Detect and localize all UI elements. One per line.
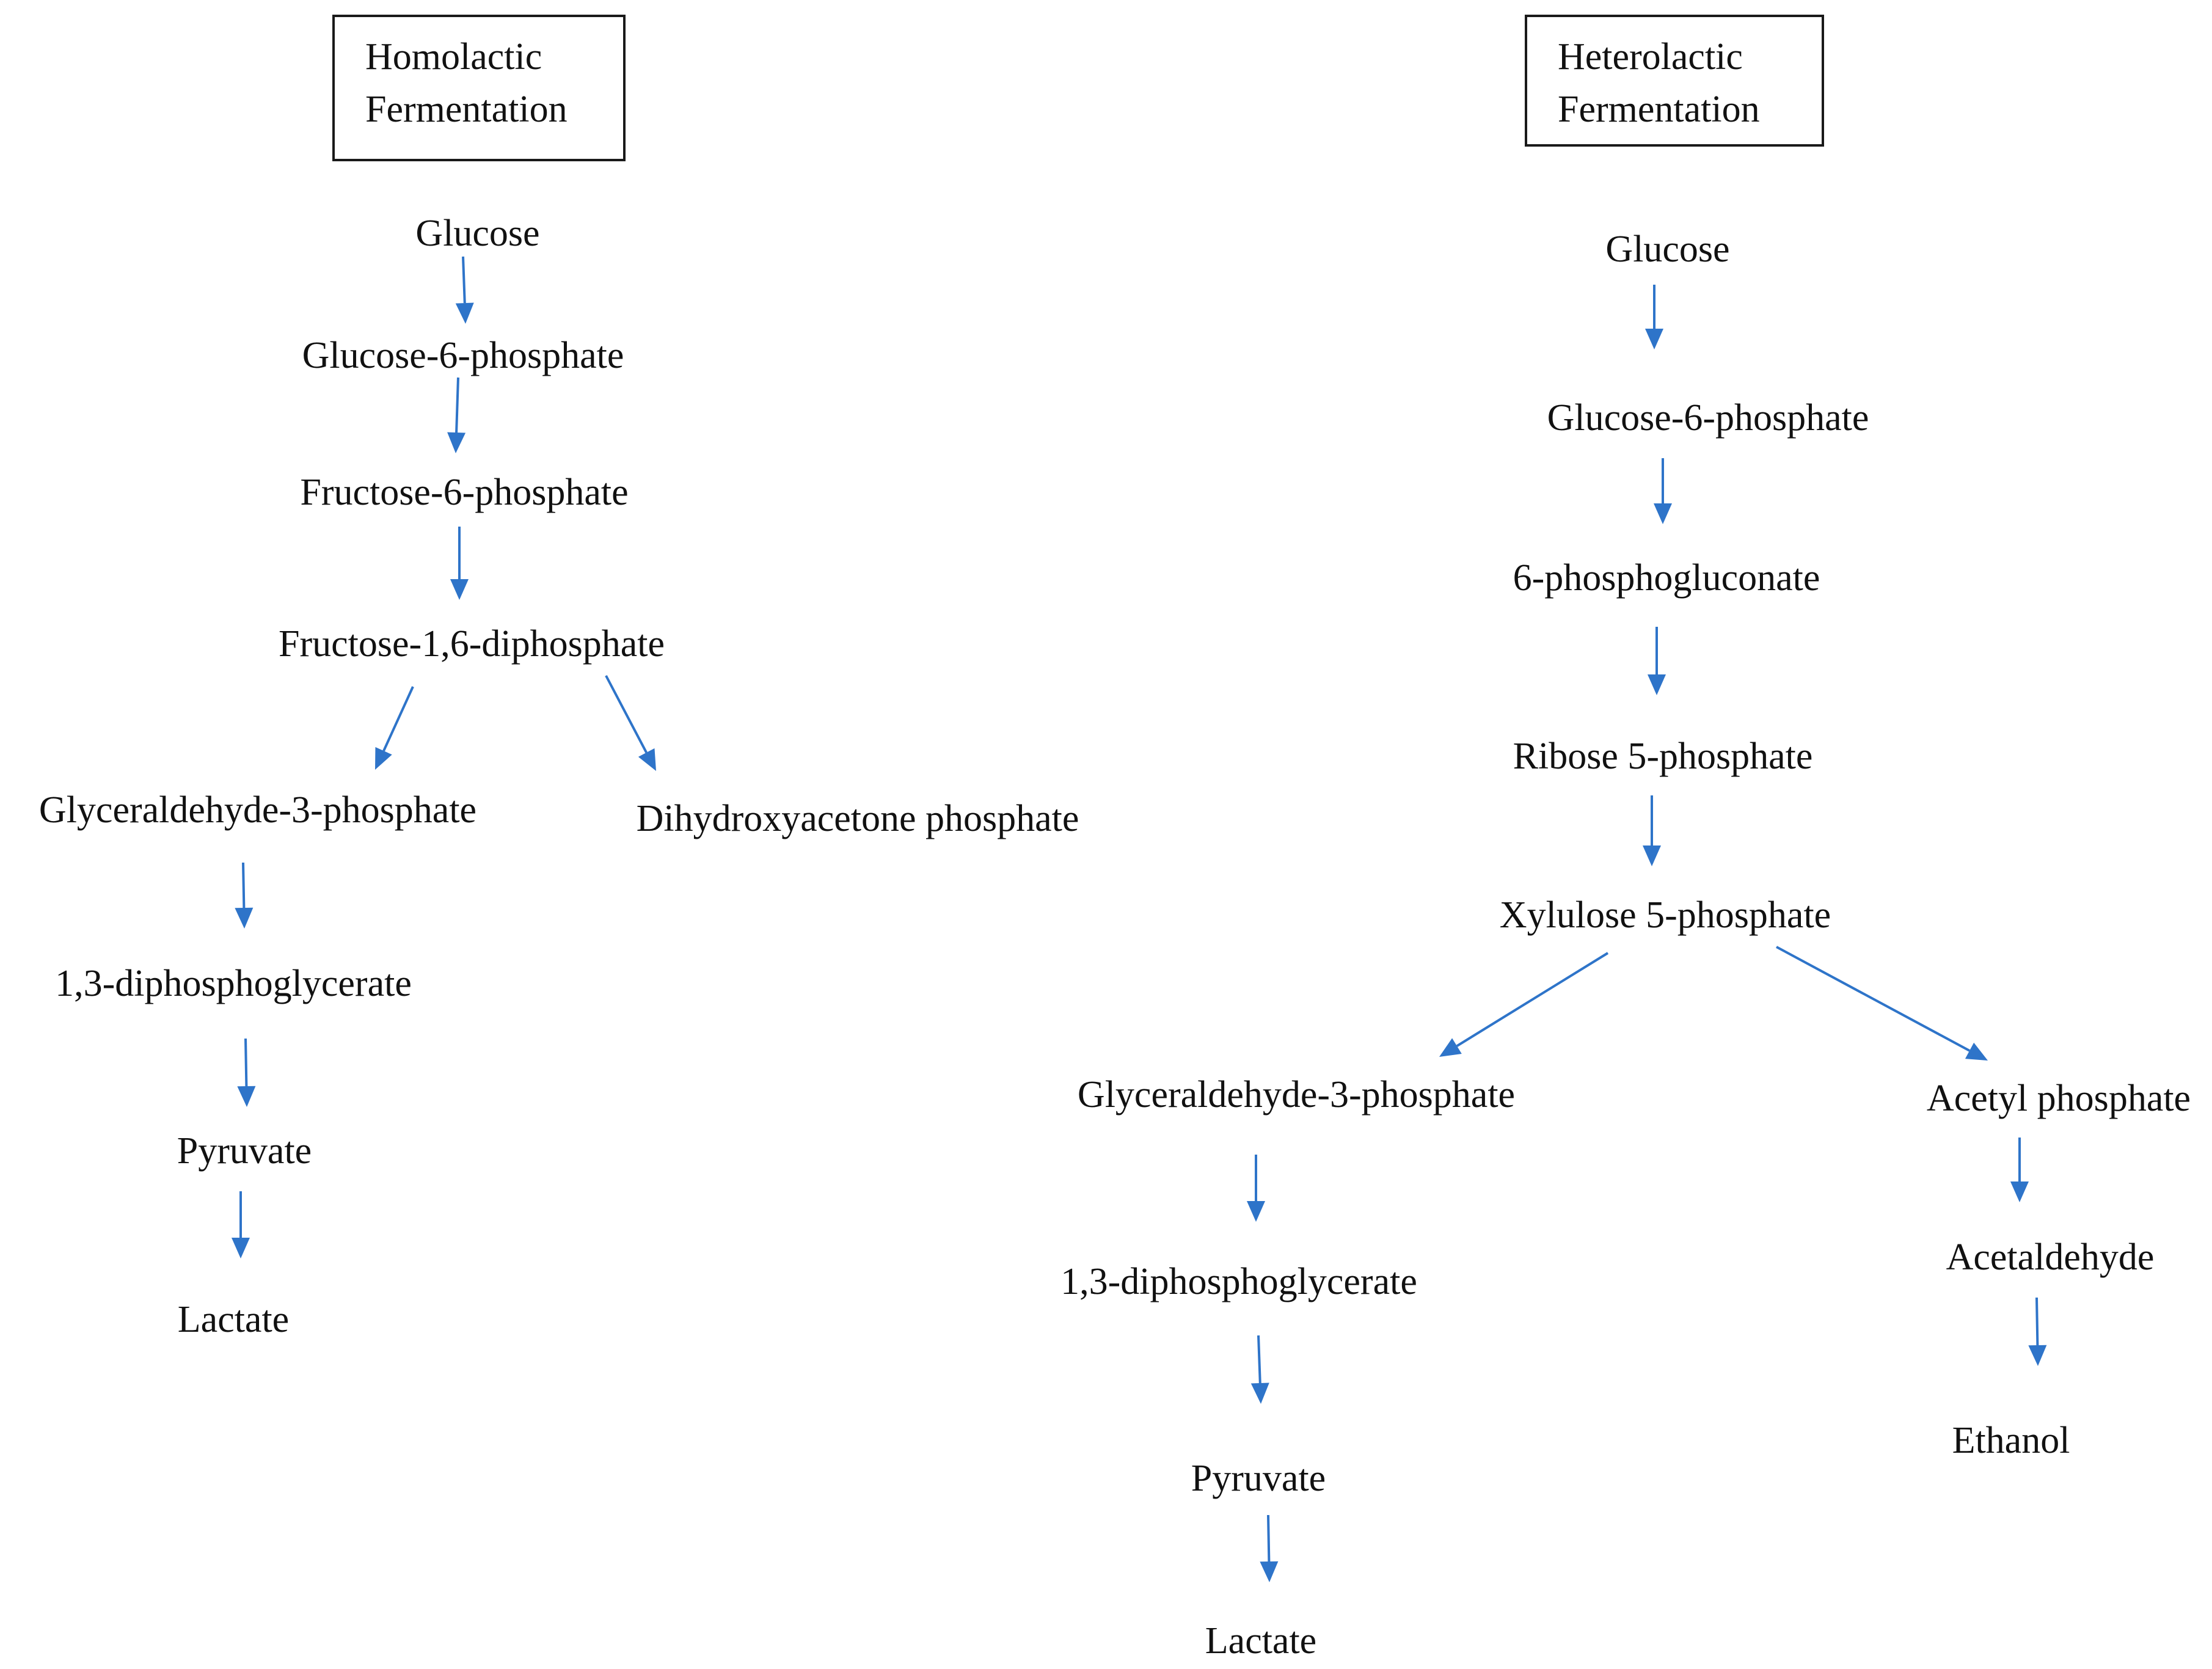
hetero-glucose: Glucose bbox=[1605, 228, 1730, 270]
homo-arrow-1 bbox=[455, 256, 474, 324]
hetero-arrow-7 bbox=[1247, 1155, 1265, 1222]
homo-fructose-1-6-diphosphate: Fructose-1,6-diphosphate bbox=[279, 623, 665, 665]
homo-1-3-diphosphoglycerate: 1,3-diphosphoglycerate bbox=[55, 963, 412, 1004]
homo-glucose: Glucose bbox=[415, 213, 540, 254]
homo-arrow-3 bbox=[450, 527, 469, 600]
homolactic-title-line2: Fermentation bbox=[365, 89, 568, 130]
hetero-glyceraldehyde-3-phosphate: Glyceraldehyde-3-phosphate bbox=[1077, 1074, 1516, 1116]
hetero-xylulose-5-phosphate: Xylulose 5-phosphate bbox=[1499, 894, 1831, 936]
hetero-arrow-5 bbox=[1439, 952, 1609, 1057]
homo-arrow-2 bbox=[447, 377, 466, 453]
heterolactic-title-line1: Heterolactic bbox=[1558, 36, 1743, 78]
homo-arrow-7 bbox=[237, 1038, 256, 1107]
hetero-pyruvate: Pyruvate bbox=[1191, 1458, 1326, 1499]
hetero-ribose-5-phosphate: Ribose 5-phosphate bbox=[1513, 736, 1813, 777]
hetero-1-3-diphosphoglycerate: 1,3-diphosphoglycerate bbox=[1060, 1261, 1417, 1302]
hetero-arrow-4 bbox=[1643, 795, 1661, 866]
hetero-arrow-8 bbox=[2010, 1138, 2029, 1202]
hetero-glucose-6-phosphate: Glucose-6-phosphate bbox=[1547, 397, 1869, 439]
homo-fructose-6-phosphate: Fructose-6-phosphate bbox=[300, 472, 629, 513]
homo-arrow-5 bbox=[605, 675, 656, 771]
homo-arrow-8 bbox=[232, 1191, 250, 1258]
homo-glucose-6-phosphate: Glucose-6-phosphate bbox=[302, 335, 624, 376]
homo-arrow-4 bbox=[375, 686, 414, 770]
homo-dihydroxyacetone-phosphate: Dihydroxyacetone phosphate bbox=[636, 798, 1079, 839]
homo-pyruvate: Pyruvate bbox=[177, 1130, 312, 1172]
homolactic-title-line1: Homolactic bbox=[365, 36, 542, 78]
hetero-arrow-9 bbox=[1250, 1335, 1269, 1404]
hetero-arrow-6 bbox=[1776, 946, 1988, 1061]
hetero-6-phosphogluconate: 6-phosphogluconate bbox=[1513, 557, 1820, 599]
homolactic-title-box: Homolactic Fermentation bbox=[332, 15, 626, 161]
homo-lactate: Lactate bbox=[177, 1299, 290, 1340]
hetero-arrow-2 bbox=[1654, 458, 1672, 524]
hetero-lactate: Lactate bbox=[1205, 1620, 1317, 1662]
hetero-arrow-10 bbox=[2028, 1297, 2047, 1366]
hetero-acetyl-phosphate: Acetyl phosphate bbox=[1926, 1078, 2191, 1119]
hetero-acetaldehyde: Acetaldehyde bbox=[1946, 1236, 2155, 1278]
hetero-arrow-11 bbox=[1260, 1514, 1279, 1582]
hetero-arrow-3 bbox=[1648, 627, 1666, 695]
hetero-ethanol: Ethanol bbox=[1952, 1420, 2070, 1461]
hetero-arrow-1 bbox=[1645, 285, 1663, 349]
heterolactic-title-box: Heterolactic Fermentation bbox=[1525, 15, 1824, 147]
homo-glyceraldehyde-3-phosphate: Glyceraldehyde-3-phosphate bbox=[38, 789, 477, 831]
homo-arrow-6 bbox=[235, 862, 254, 929]
heterolactic-title-line2: Fermentation bbox=[1558, 89, 1760, 130]
